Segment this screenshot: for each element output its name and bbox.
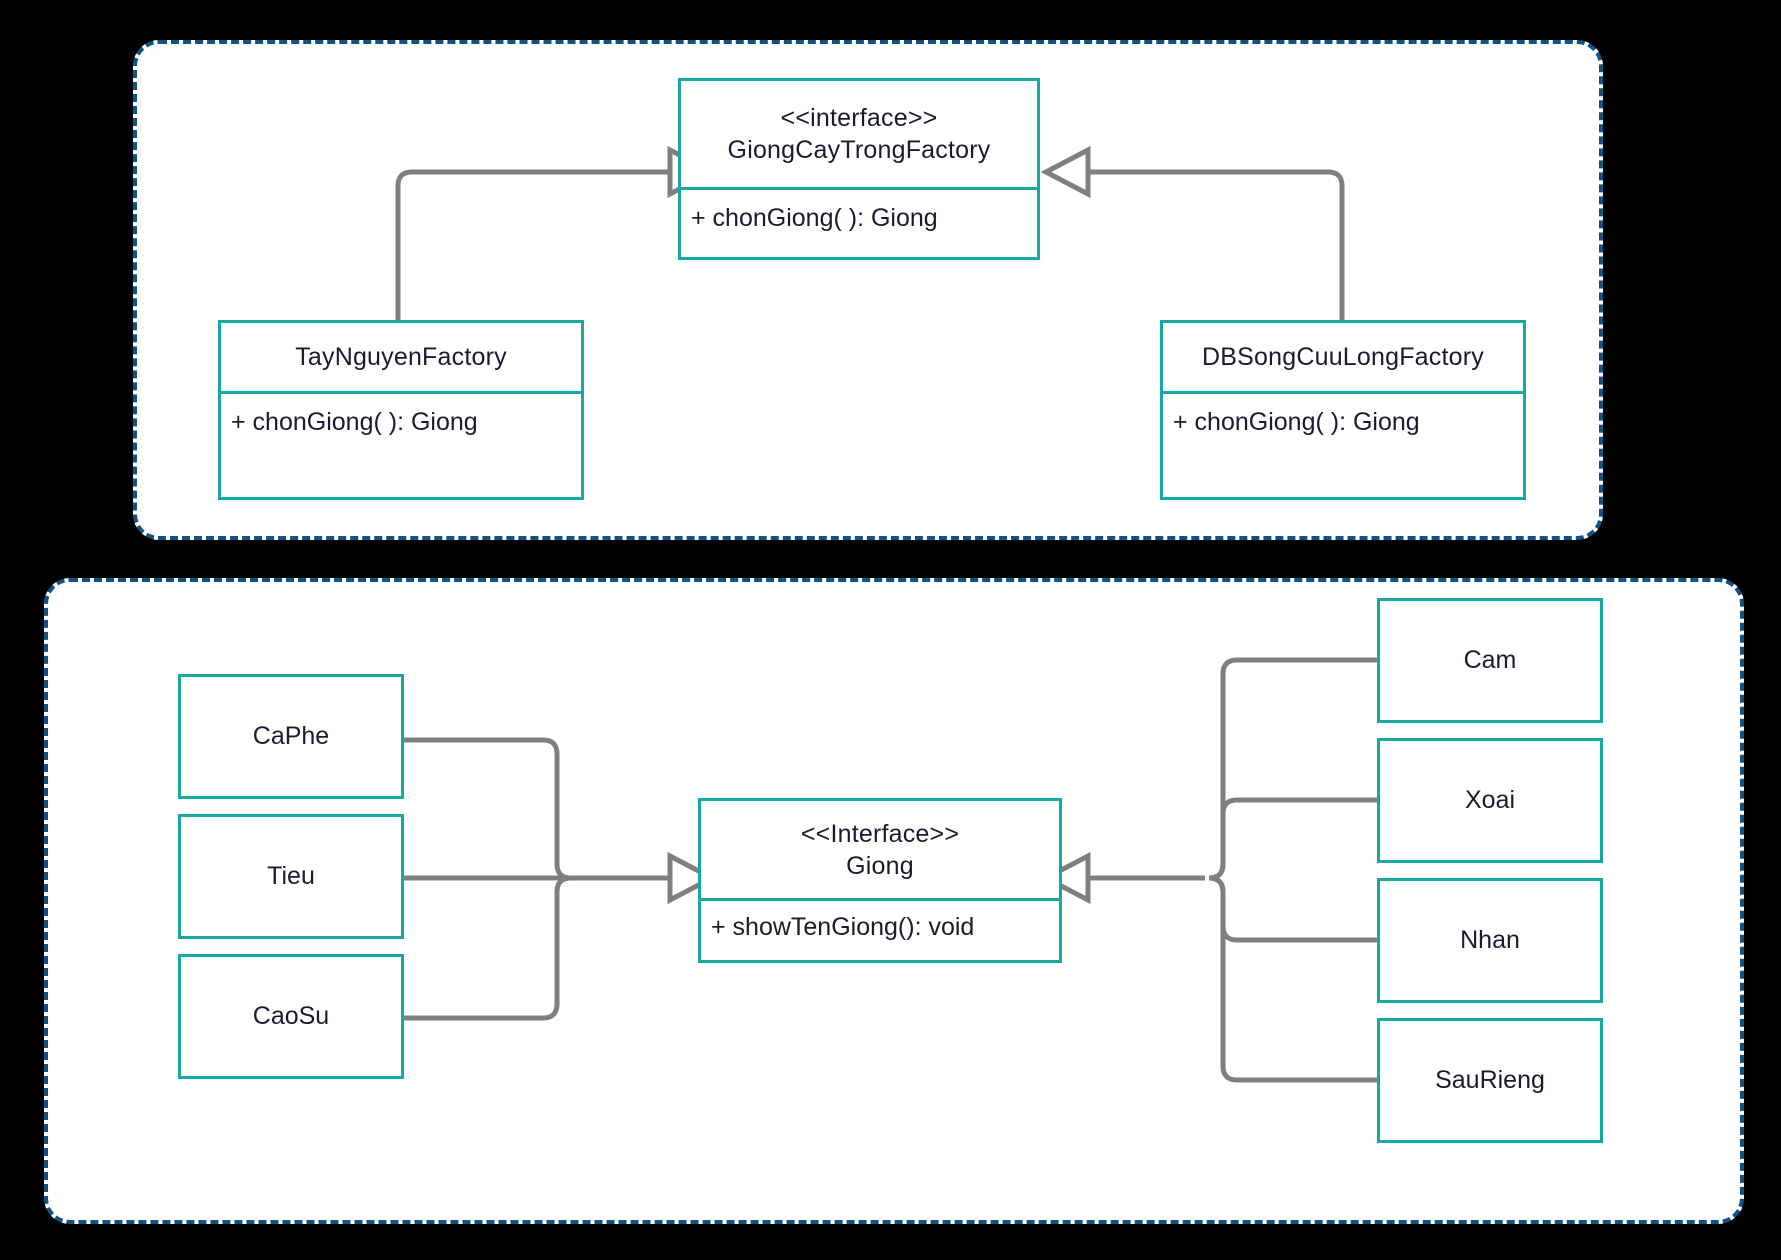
class-box-taynguyenfactory[interactable]: TayNguyenFactory + chonGiong( ): Giong [218, 320, 584, 500]
class-methods: + chonGiong( ): Giong [681, 190, 1037, 257]
class-name-label: DBSongCuuLongFactory [1202, 343, 1484, 371]
class-box-dbsongcuulongfactory[interactable]: DBSongCuuLongFactory + chonGiong( ): Gio… [1160, 320, 1526, 500]
class-box-giongcaytrongfactory[interactable]: <<interface>> GiongCayTrongFactory + cho… [678, 78, 1040, 260]
class-name-label: Cam [1463, 646, 1517, 674]
class-box-giong[interactable]: <<Interface>> Giong + showTenGiong(): vo… [698, 798, 1062, 963]
header-divider [681, 187, 1037, 190]
class-name-label: Tieu [267, 862, 315, 890]
stereotype-label: <<interface>> [780, 104, 938, 132]
method-item: + chonGiong( ): Giong [691, 204, 938, 232]
class-box-tieu[interactable]: Tieu [178, 814, 404, 939]
class-name-label: SauRieng [1435, 1066, 1545, 1094]
class-name-label: Giong [846, 851, 914, 880]
header-divider [701, 898, 1059, 901]
header-divider [1163, 391, 1523, 394]
class-name-label: CaoSu [252, 1002, 330, 1030]
stereotype-label: <<Interface>> [800, 819, 960, 848]
header-divider [221, 391, 581, 394]
class-box-cam[interactable]: Cam [1377, 598, 1603, 723]
class-methods: + showTenGiong(): void [701, 901, 1059, 960]
class-header: <<interface>> GiongCayTrongFactory [681, 81, 1037, 187]
class-box-nhan[interactable]: Nhan [1377, 878, 1603, 1003]
class-header: <<Interface>> Giong [701, 801, 1059, 898]
class-name-label: TayNguyenFactory [295, 343, 507, 371]
class-box-saurieng[interactable]: SauRieng [1377, 1018, 1603, 1143]
class-header: TayNguyenFactory [221, 323, 581, 391]
method-item: + chonGiong( ): Giong [1173, 408, 1420, 436]
class-name-label: Nhan [1460, 926, 1520, 954]
class-header: DBSongCuuLongFactory [1163, 323, 1523, 391]
class-name-label: GiongCayTrongFactory [727, 136, 991, 164]
class-box-xoai[interactable]: Xoai [1377, 738, 1603, 863]
class-box-caphe[interactable]: CaPhe [178, 674, 404, 799]
class-methods: + chonGiong( ): Giong [221, 394, 581, 497]
class-box-caosu[interactable]: CaoSu [178, 954, 404, 1079]
class-name-label: Xoai [1464, 786, 1516, 814]
class-methods: + chonGiong( ): Giong [1163, 394, 1523, 497]
method-item: + showTenGiong(): void [711, 913, 975, 941]
method-item: + chonGiong( ): Giong [231, 408, 478, 436]
class-name-label: CaPhe [252, 722, 330, 750]
